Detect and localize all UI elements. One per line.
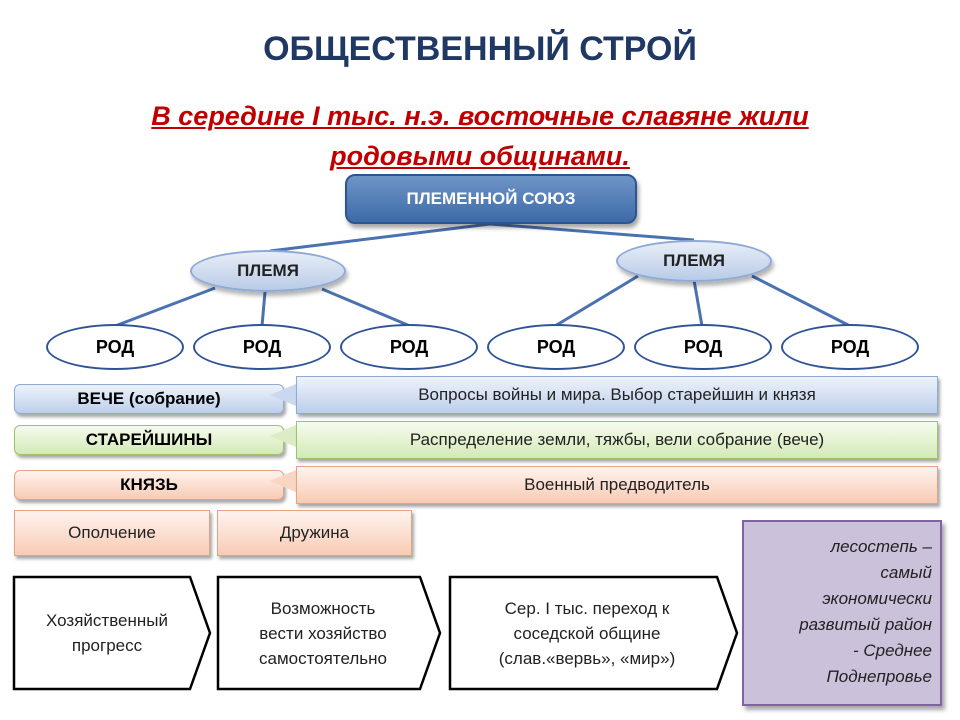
tribe-right: ПЛЕМЯ [616,240,772,282]
chevron-step-2 [216,575,442,691]
militia-box: Ополчение [14,510,210,556]
region-note: лесостепь – самый экономически развитый … [742,520,942,706]
retinue-box: Дружина [217,510,412,556]
connector-tribe-right-clan-4 [554,274,639,328]
prince-pointer [270,470,296,492]
tribe-left: ПЛЕМЯ [190,250,346,292]
connector-tribe-left-clan-3 [321,287,411,328]
clan-5: РОД [634,324,772,370]
connector-union-tribe-right [489,222,695,242]
connector-tribe-left-clan-2 [260,291,267,327]
clan-3: РОД [340,324,478,370]
page-subtitle: В середине I тыс. н.э. восточные славяне… [60,96,900,176]
clan-4: РОД [487,324,625,370]
veche-description: Вопросы войны и мира. Выбор старейшин и … [296,376,938,414]
elders-label: СТАРЕЙШИНЫ [14,425,284,455]
chevron-step-1 [12,575,212,691]
subtitle-line-2: родовыми общинами. [330,141,630,171]
elders-description: Распределение земли, тяжбы, вели собрани… [296,421,938,459]
chevron-step-3 [448,575,739,691]
veche-pointer [270,384,296,406]
page-title: ОБЩЕСТВЕННЫЙ СТРОЙ [263,30,697,68]
connector-tribe-right-clan-5 [692,279,704,327]
connector-union-tribe-left [269,222,491,253]
clan-6: РОД [781,324,919,370]
prince-label: КНЯЗЬ [14,470,284,500]
prince-description: Военный предводитель [296,466,938,504]
tribal-union-box: ПЛЕМЕННОЙ СОЮЗ [345,174,637,224]
subtitle-line-1: В середине I тыс. н.э. восточные славяне… [151,101,809,131]
elders-pointer [270,425,296,447]
clan-2: РОД [193,324,331,370]
clan-1: РОД [46,324,184,370]
connector-tribe-right-clan-6 [751,274,851,328]
connector-tribe-left-clan-1 [114,286,216,328]
